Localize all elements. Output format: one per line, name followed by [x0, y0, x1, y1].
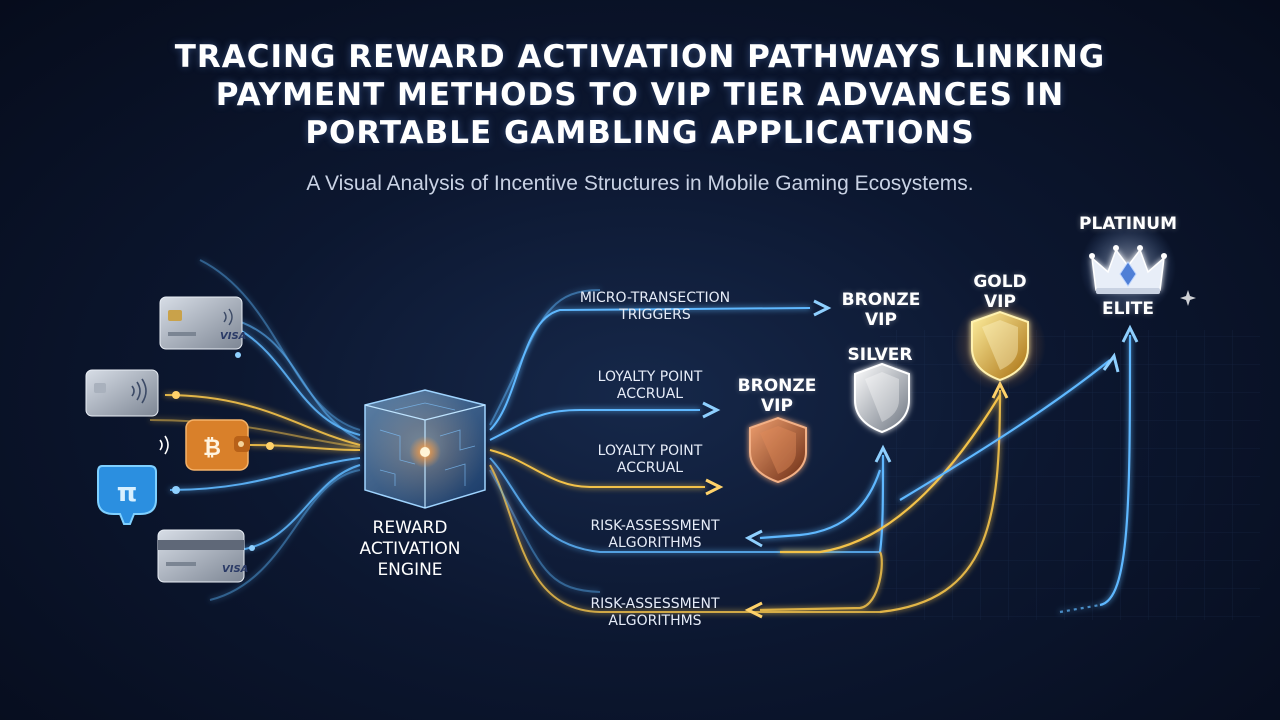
title-line-2: PAYMENT METHODS TO VIP TIER ADVANCES IN [215, 77, 1065, 113]
chip-icon [168, 310, 182, 321]
visa-label: VISA [220, 331, 246, 342]
stage-line: RISK-ASSESSMENT [590, 596, 720, 612]
stage-label-micro-transaction: MICRO-TRANSECTION TRIGGERS [560, 290, 750, 324]
engine-output-lines [489, 289, 880, 613]
engine-label-line-2: ACTIVATION [359, 539, 461, 559]
silver-shield-icon [854, 362, 910, 434]
tier-label-silver: SILVER [830, 345, 930, 365]
stage-line: ALGORITHMS [608, 613, 702, 629]
page-subtitle: A Visual Analysis of Incentive Structure… [306, 172, 974, 195]
tier-arrowheads [744, 324, 1139, 619]
tier-line: BRONZE [841, 290, 921, 310]
stage-label-risk-1: RISK-ASSESSMENT ALGORITHMS [570, 518, 740, 552]
payment-input-lines [149, 259, 361, 601]
tier-line: SILVER [847, 345, 913, 365]
stage-line: LOYALTY POINT [597, 443, 703, 459]
tier-label-gold: GOLD VIP [955, 272, 1045, 312]
stage-label-risk-2: RISK-ASSESSMENT ALGORITHMS [570, 596, 740, 630]
stage-line: ALGORITHMS [608, 535, 702, 551]
svg-text:π: π [117, 478, 138, 508]
title-line-1: TRACING REWARD ACTIVATION PATHWAYS LINKI… [174, 39, 1106, 75]
tier-line: GOLD [973, 272, 1027, 292]
svg-text:₿: ₿ [203, 436, 221, 461]
payment-card-contactless [85, 369, 159, 417]
stage-line: ACCRUAL [616, 386, 684, 402]
gold-shield-icon [954, 299, 1046, 391]
platinum-crown-icon [1080, 220, 1196, 316]
arrowheads [702, 299, 832, 496]
input-dots [172, 352, 274, 551]
stage-line: ACCRUAL [616, 460, 684, 476]
engine-label-line-1: REWARD [372, 518, 448, 538]
stage-line: MICRO-TRANSECTION [579, 290, 731, 306]
bitcoin-wallet-icon: ₿ [159, 419, 250, 471]
tier-line: VIP [761, 396, 793, 416]
contactless-icon [159, 435, 169, 455]
tier-label-platinum: PLATINUM [1079, 214, 1177, 234]
bronze-shield-icon [749, 416, 807, 484]
grid-background [880, 330, 1260, 620]
engine-label: REWARD ACTIVATION ENGINE [330, 518, 490, 581]
tier-line: VIP [984, 292, 1016, 312]
engine-label-line-3: ENGINE [377, 560, 443, 580]
tier-line: VIP [865, 310, 897, 330]
tier-line: BRONZE [737, 376, 817, 396]
stage-label-loyalty-2: LOYALTY POINT ACCRUAL [575, 443, 725, 477]
engine-cube-icon [364, 388, 486, 509]
stage-line: LOYALTY POINT [597, 369, 703, 385]
stage-line: TRIGGERS [619, 307, 691, 323]
title-line-3: PORTABLE GAMBLING APPLICATIONS [305, 115, 975, 151]
tier-label-bronze: BRONZE VIP [722, 376, 832, 416]
visa-label: VISA [222, 564, 248, 575]
tier-label-bronze-top: BRONZE VIP [826, 290, 936, 330]
tier-ascent-lines [759, 334, 1132, 614]
contactless-icon [223, 308, 233, 326]
payment-card-visa-bottom: VISA [157, 529, 248, 583]
stage-label-loyalty-1: LOYALTY POINT ACCRUAL [575, 369, 725, 403]
sparkle-icon [1180, 290, 1196, 306]
stage-line: RISK-ASSESSMENT [590, 518, 720, 534]
mobile-pay-icon: π [97, 465, 157, 525]
contactless-icon [131, 378, 147, 404]
tier-label-elite: ELITE [1102, 299, 1154, 319]
page-title: TRACING REWARD ACTIVATION PATHWAYS LINKI… [0, 38, 1280, 152]
payment-card-visa-top: VISA [159, 296, 246, 350]
